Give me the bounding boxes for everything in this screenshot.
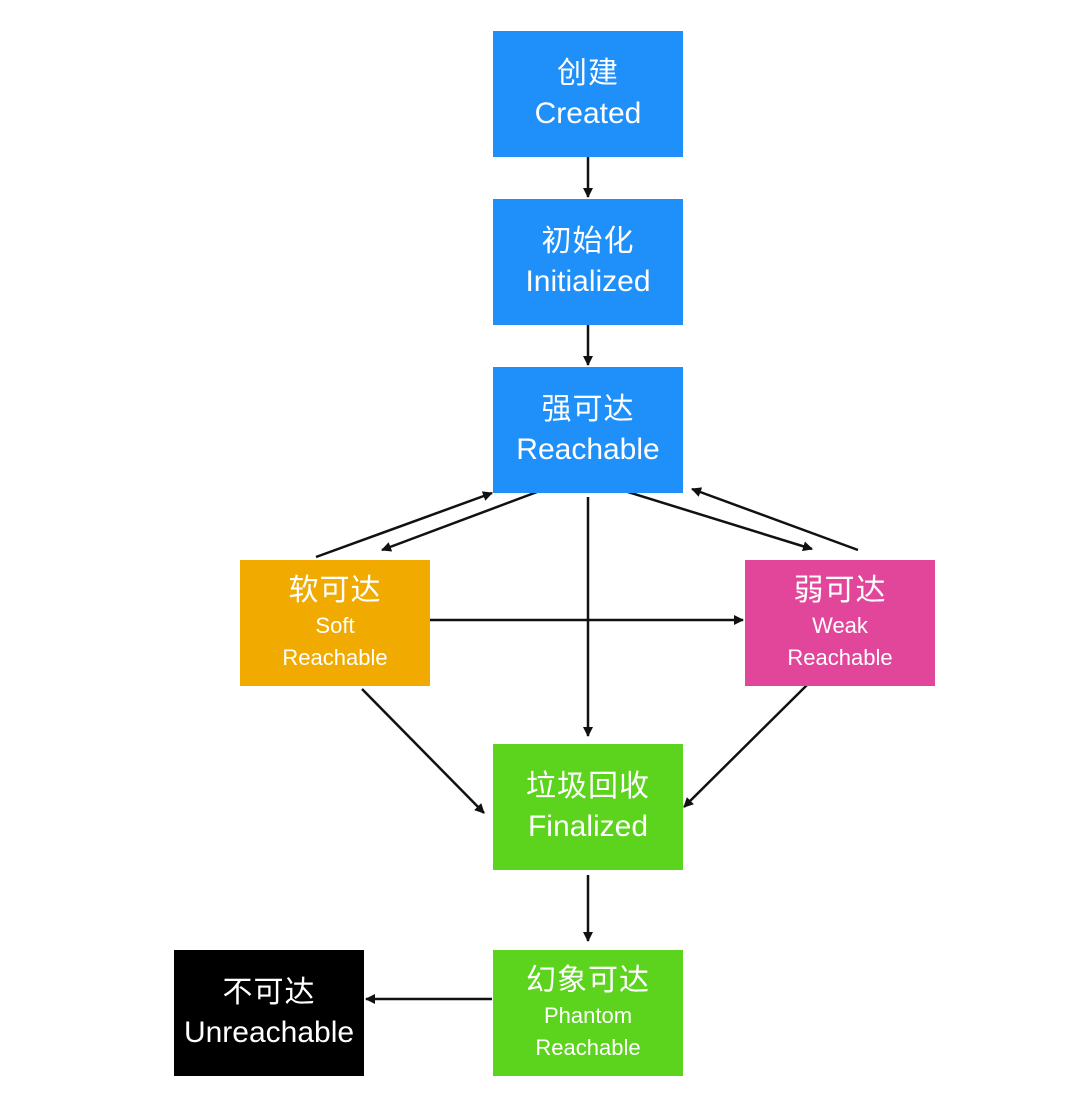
- node-initialized: 初始化 Initialized: [493, 199, 683, 325]
- node-phantom-en-label-line2: Reachable: [535, 1035, 641, 1060]
- edge-weak-to-reachable: [691, 487, 859, 552]
- node-reachable-cn-label: 强可达: [541, 392, 635, 427]
- edge-weak-to-finalized: [683, 684, 808, 808]
- node-soft-reachable: 软可达 Soft Reachable: [240, 560, 430, 686]
- node-finalized-en-label: Finalized: [527, 810, 649, 843]
- node-unreachable: 不可达 Unreachable: [174, 950, 364, 1076]
- node-unreachable-cn-label: 不可达: [222, 975, 316, 1010]
- node-initialized-en-label: Initialized: [525, 265, 651, 298]
- node-created: 创建 Created: [493, 31, 683, 157]
- node-weak-reachable: 弱可达 Weak Reachable: [745, 560, 935, 686]
- node-reachable-en-label: Reachable: [516, 433, 660, 466]
- node-soft-cn-label: 软可达: [288, 573, 382, 608]
- node-phantom-reachable: 幻象可达 Phantom Reachable: [493, 950, 683, 1076]
- node-soft-en-label-line1: Soft: [315, 613, 355, 638]
- node-created-cn-label: 创建: [557, 56, 619, 91]
- node-initialized-cn-label: 初始化: [541, 224, 635, 259]
- node-soft-en-label-line2: Reachable: [282, 645, 388, 670]
- edge-soft-to-finalized: [361, 688, 485, 814]
- node-finalized-cn-label: 垃圾回收: [526, 769, 650, 804]
- node-phantom-en-label-line1: Phantom: [543, 1003, 633, 1028]
- node-created-en-label: Created: [534, 97, 642, 130]
- node-weak-en-label-line2: Reachable: [787, 645, 893, 670]
- node-reachable: 强可达 Reachable: [493, 367, 683, 493]
- node-phantom-cn-label: 幻象可达: [526, 963, 650, 998]
- node-weak-en-label-line1: Weak: [812, 613, 868, 638]
- edge-reachable-to-weak: [627, 490, 813, 552]
- edge-soft-to-reachable: [315, 491, 493, 559]
- node-finalized: 垃圾回收 Finalized: [493, 744, 683, 870]
- node-unreachable-en-label: Unreachable: [183, 1016, 355, 1049]
- node-weak-cn-label: 弱可达: [793, 573, 887, 608]
- edge-reachable-to-soft: [381, 490, 538, 552]
